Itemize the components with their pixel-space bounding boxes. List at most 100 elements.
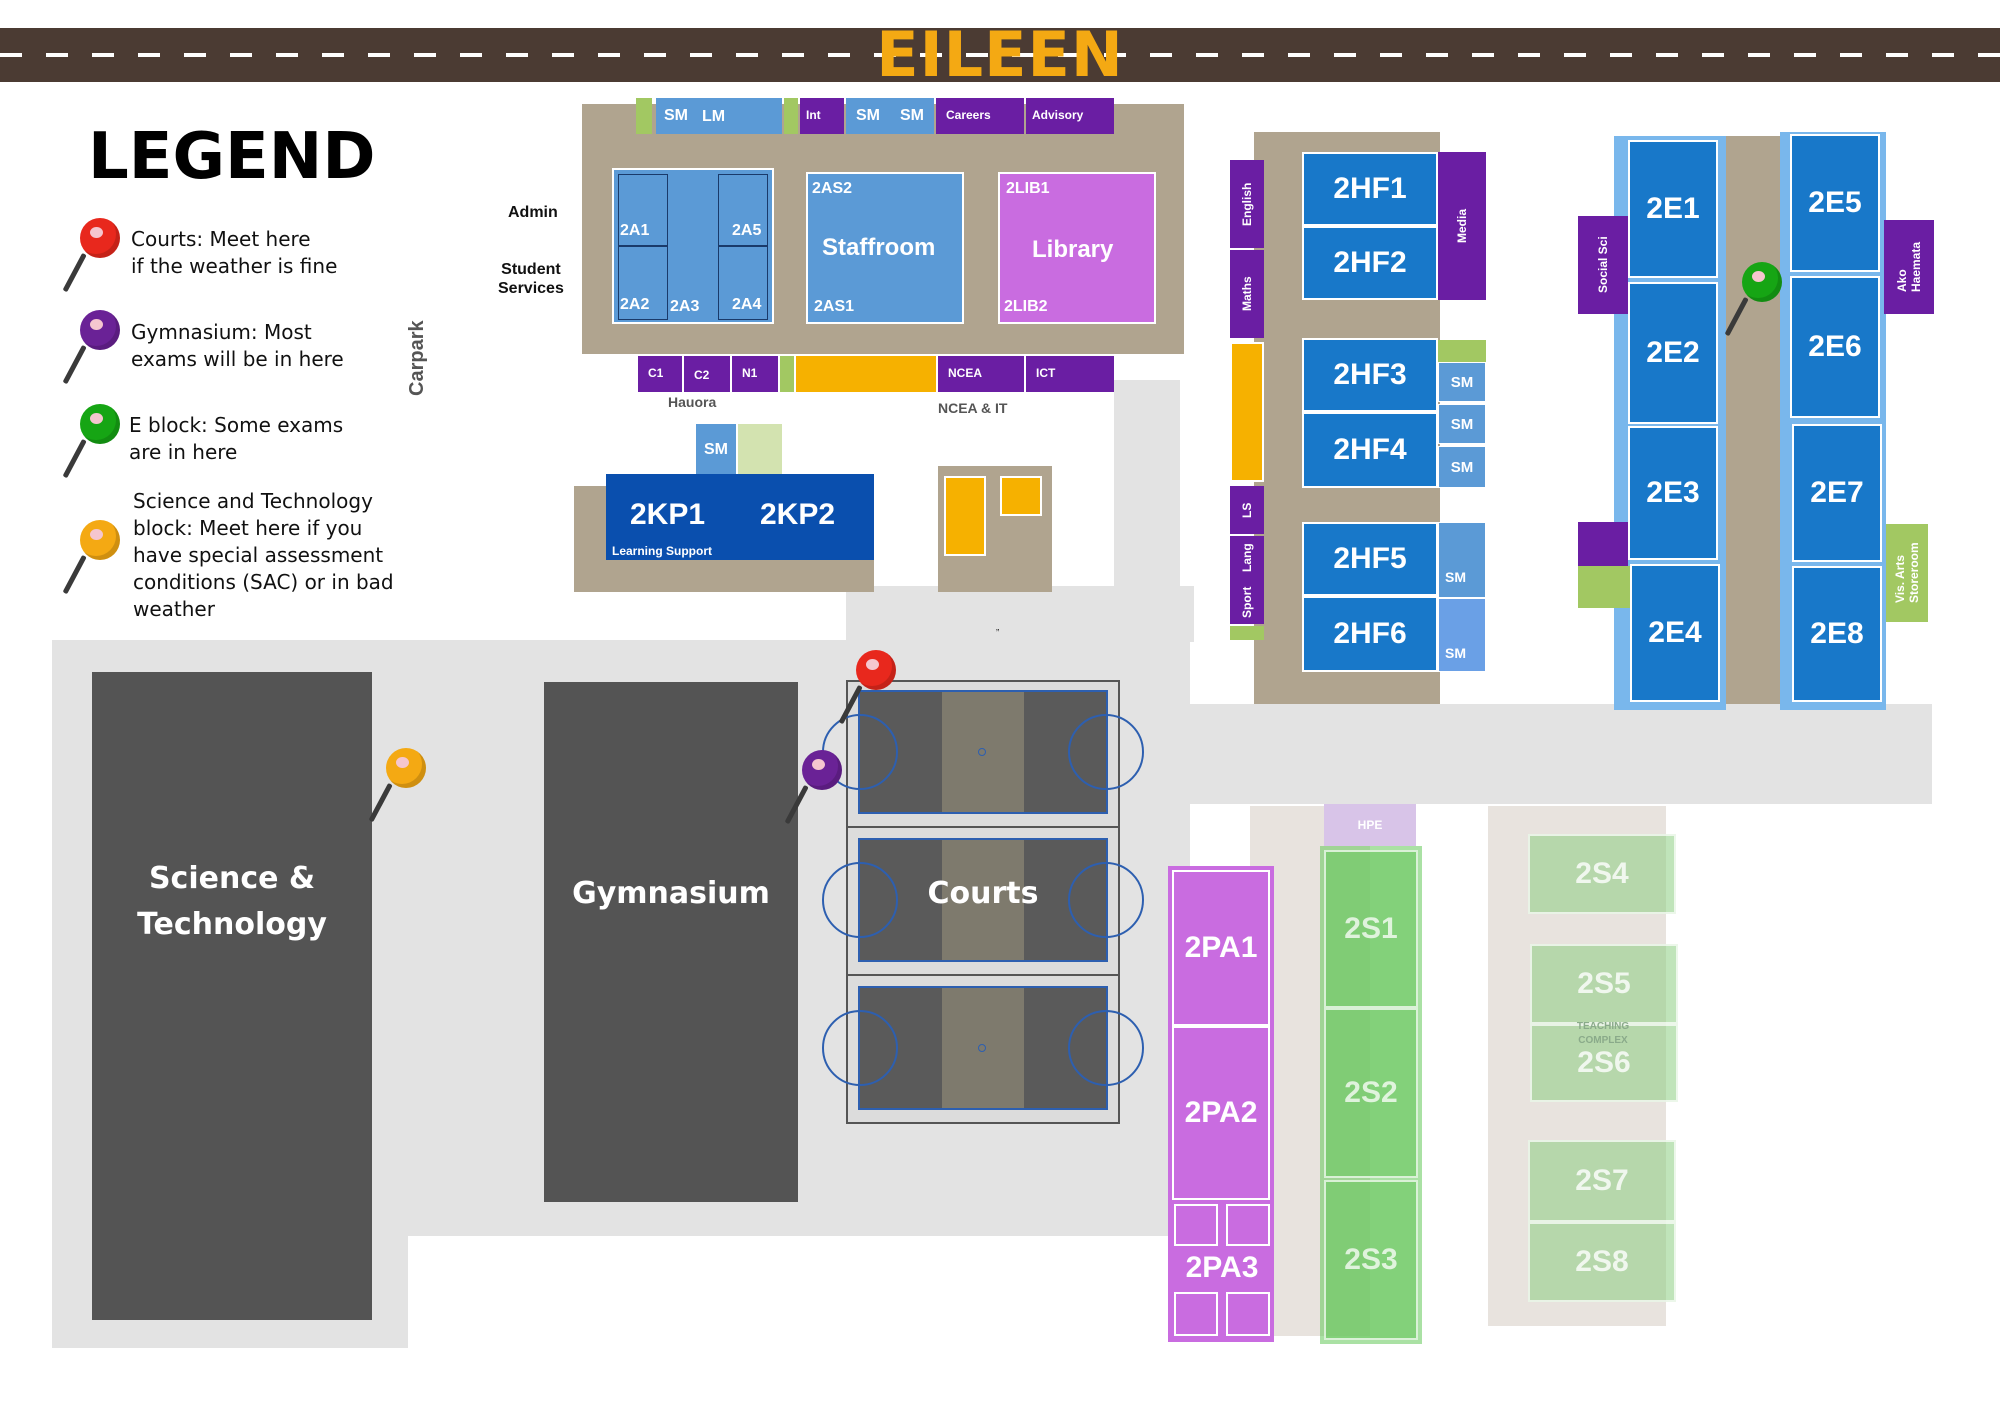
admin-label: Admin [508,204,558,221]
room-2a1-box [618,174,668,246]
path-north [846,586,1194,642]
room-sport[interactable]: Sport [1230,580,1264,624]
room-sm[interactable]: SM [656,98,696,134]
room-2a5-label: 2A5 [732,222,762,239]
room-lm[interactable]: LM [696,98,782,134]
room-2e7[interactable]: 2E7 [1792,424,1882,562]
room-2a4-label: 2A4 [732,296,762,313]
carpark-label: Carpark [406,320,428,396]
room-sm[interactable]: SM [1438,522,1486,598]
room-sm[interactable]: SM [890,98,934,134]
court-divider [848,826,1118,828]
room-c2-label: C2 [694,368,710,382]
room-ls[interactable]: LS [1230,486,1264,534]
netball-court[interactable] [822,690,1144,814]
science-technology-block[interactable] [92,672,372,1320]
room-staffroom[interactable]: 2AS2 Staffroom 2AS1 [806,172,964,324]
room-ict-label: ICT [1036,366,1056,380]
room-ict[interactable]: ICT [1026,356,1114,392]
room-2a2-box [618,246,668,320]
room-2a4-box [718,246,768,320]
room-sm[interactable]: SM [1438,404,1486,444]
room-hpe[interactable]: HPE [1324,804,1416,846]
green-pin-icon[interactable] [1724,262,1784,342]
room-2kp[interactable]: 2KP1 2KP2 Learning Support [606,474,874,560]
netball-court[interactable] [822,838,1144,962]
room-2hf6[interactable]: 2HF6 [1302,596,1438,672]
legend-item-courts: Courts: Meet here if the weather is fine [131,227,338,278]
learning-support-label: Learning Support [612,544,712,558]
room-sm[interactable]: SM [1438,446,1486,488]
road-centerline [0,53,2000,57]
room-2s4[interactable]: 2S4 [1528,834,1676,914]
green-room [738,424,782,476]
red-pin-icon[interactable] [838,650,898,730]
green-strip [636,98,652,134]
room-2e3[interactable]: 2E3 [1628,426,1718,560]
room-vis-arts-storeroom[interactable]: Vis. Arts Storeroom [1886,524,1928,622]
room-2kp2-label: 2KP2 [760,498,836,531]
room-media[interactable]: Media [1438,152,1486,300]
room-ncea-label: NCEA [948,366,983,380]
room-ako-haemata[interactable]: Ako Haemata [1884,220,1934,314]
room-2s7[interactable]: 2S7 [1528,1140,1676,1222]
room-library-label: Library [1032,236,1114,263]
room-lm-label: LM [702,108,726,125]
room-social-sci[interactable]: Social Sci [1578,216,1628,314]
orange-pin-icon[interactable] [368,748,428,828]
room-english[interactable]: English [1230,160,1264,248]
room-advisory[interactable]: Advisory [1026,98,1114,134]
room-library[interactable]: 2LIB1 Library 2LIB2 [998,172,1156,324]
green-strip [784,98,798,134]
room-2pa1[interactable]: 2PA1 [1172,870,1270,1026]
hauora-label: Hauora [668,394,717,410]
room-2s2[interactable]: 2S2 [1324,1008,1418,1178]
room-2s8[interactable]: 2S8 [1528,1222,1676,1302]
room-2s5[interactable]: 2S5 [1530,944,1678,1024]
netball-court[interactable] [822,986,1144,1110]
room-2a2-label: 2A2 [620,296,650,313]
courts-label: Courts [927,876,1039,911]
room-sm[interactable]: SM [1438,362,1486,402]
room-sm[interactable]: SM [846,98,890,134]
room-2a5-box [718,174,768,246]
room-c2[interactable]: C2 [684,356,730,392]
room-2hf5[interactable]: 2HF5 [1302,522,1438,596]
path-east [1172,704,1932,804]
room-int[interactable]: Int [800,98,844,134]
path-connector [1114,380,1180,590]
room-2a1-label: 2A1 [620,222,650,239]
room-sm[interactable]: SM [1438,598,1486,672]
room-2pa3[interactable]: 2PA3 [1172,1246,1272,1290]
room-lang[interactable]: Lang [1230,536,1264,580]
room-maths[interactable]: Maths [1230,250,1264,338]
room-c1[interactable]: C1 [638,356,682,392]
room-2e6[interactable]: 2E6 [1790,276,1880,418]
room-ncea[interactable]: NCEA [938,356,1024,392]
room-advisory-label: Advisory [1032,108,1084,122]
room-2hf3[interactable]: 2HF3 [1302,338,1438,412]
gymnasium-block[interactable] [544,682,798,1202]
room-2s3[interactable]: 2S3 [1324,1180,1418,1340]
green-strip [1438,340,1486,362]
room-2pa2[interactable]: 2PA2 [1172,1026,1270,1200]
room-sm[interactable]: SM [696,424,736,476]
room-2s1[interactable]: 2S1 [1324,850,1418,1008]
room-2e8[interactable]: 2E8 [1792,566,1882,702]
room-careers-label: Careers [946,108,991,122]
room-staffroom-label: Staffroom [822,234,936,261]
room-2e1[interactable]: 2E1 [1628,140,1718,278]
room-2as2-label: 2AS2 [812,180,853,197]
room-2e2[interactable]: 2E2 [1628,282,1718,424]
room-2hf2[interactable]: 2HF2 [1302,226,1438,300]
room-2hf4[interactable]: 2HF4 [1302,412,1438,488]
room-2hf1[interactable]: 2HF1 [1302,152,1438,226]
room-2e4[interactable]: 2E4 [1630,564,1720,702]
room-2e5[interactable]: 2E5 [1790,134,1880,272]
room-careers[interactable]: Careers [936,98,1024,134]
room-orange[interactable] [796,356,936,392]
purple-pin-icon[interactable] [784,750,844,830]
room-2s6[interactable]: 2S6 [1530,1024,1678,1102]
orange-room [1000,476,1042,516]
room-n1[interactable]: N1 [732,356,778,392]
